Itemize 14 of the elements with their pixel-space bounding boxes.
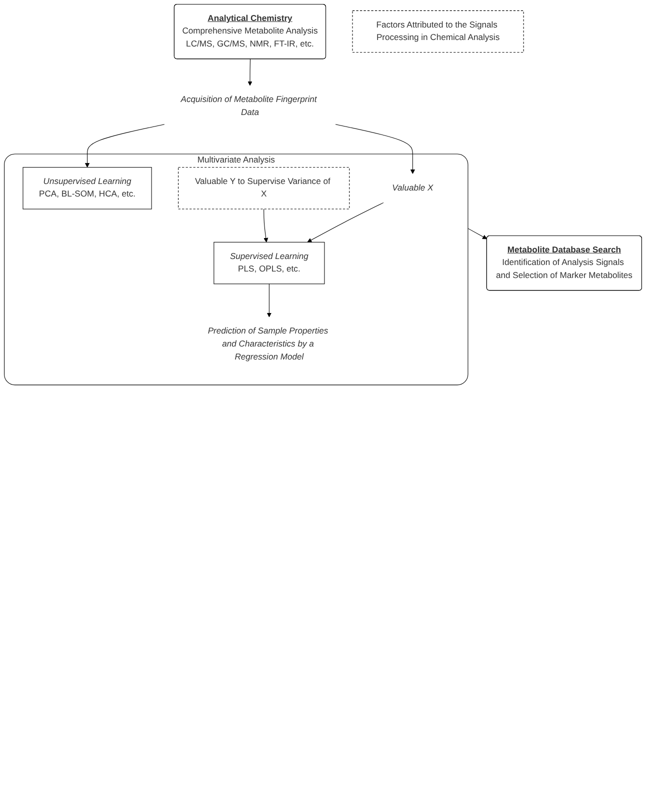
arrow: [307, 202, 384, 242]
node-text: Valuable X: [392, 183, 434, 192]
node-box: Supervised Learning PLS, OPLS, etc.: [214, 242, 325, 284]
node-box: Valuable Y to Supervise Variance of X: [178, 167, 350, 210]
arrow: [84, 124, 165, 168]
node-text: Acquisition of Metabolite Fingerprint Data: [180, 95, 317, 118]
node-box: Factors Attributed to the Signals Processing in Chemical Analysis: [352, 10, 524, 53]
arrow: [266, 284, 272, 318]
arrow: [335, 124, 416, 174]
node-box: Unsupervised Learning PCA, BL-SOM, HCA, etc.: [22, 167, 152, 210]
arrow: [248, 58, 252, 86]
arrow: [468, 228, 488, 240]
arrow: [264, 208, 268, 242]
node-text: Prediction of Sample Properties and Characteristics by a Regression Model: [208, 326, 328, 362]
